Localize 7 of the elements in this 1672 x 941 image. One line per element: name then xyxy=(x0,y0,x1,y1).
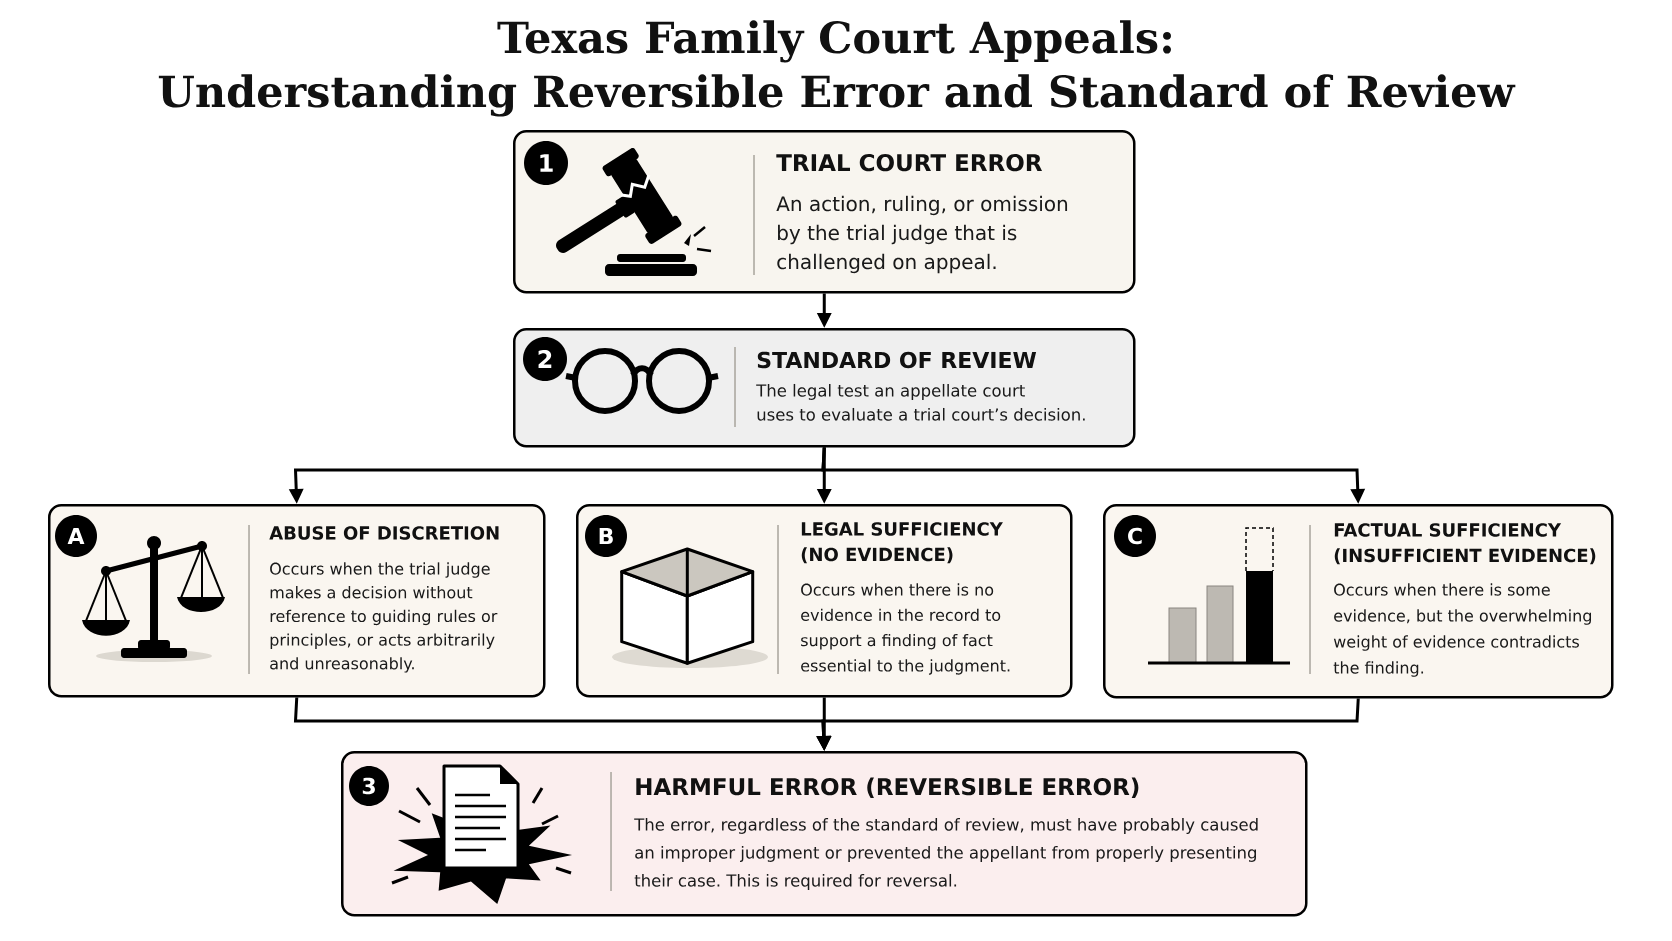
step-badge: C xyxy=(1114,515,1156,557)
step-badge: B xyxy=(585,515,627,557)
step-badge: 3 xyxy=(349,766,389,806)
step-badge: A xyxy=(55,515,97,557)
step-badge: 1 xyxy=(524,141,568,185)
step-badge: 2 xyxy=(523,337,567,381)
title: Texas Family Court Appeals: Understanding Reversible Error and Standard of Review xyxy=(158,20,1516,117)
